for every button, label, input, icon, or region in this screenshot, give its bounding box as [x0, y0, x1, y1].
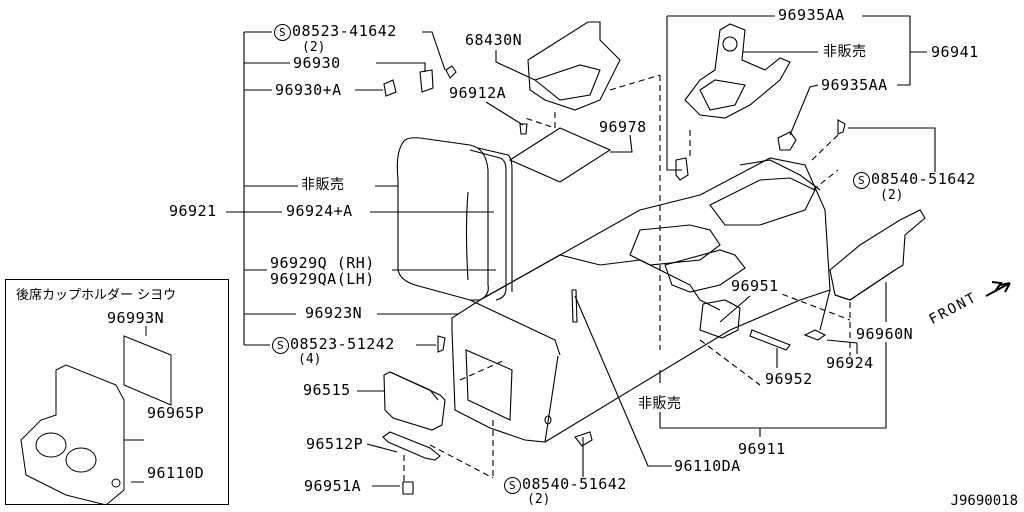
label-96515: 96515: [302, 381, 352, 399]
qty-08540-51642-bottom: (2): [527, 492, 551, 507]
inset-rear-cup-holder: 後席カップホルダー シヨウ 96993N 96965P 96110D: [5, 279, 229, 505]
part-number: 08540-51642: [522, 475, 627, 493]
label-96930: 96930: [292, 54, 342, 72]
rear-tray-drawing: [829, 209, 926, 301]
label-96935aa-top: 96935AA: [777, 6, 846, 24]
label-96951a: 96951A: [303, 477, 363, 495]
label-not-for-sale-bottom: 非販売: [637, 396, 683, 412]
qty-08540-51642-top: (2): [880, 188, 904, 203]
label-96924a: 96924+A: [285, 202, 354, 220]
label-96924: 96924: [825, 354, 875, 372]
inset-label-96965p: 96965P: [146, 404, 206, 422]
label-96921: 96921: [168, 202, 218, 220]
label-96941: 96941: [930, 43, 980, 61]
console-body-drawing: [451, 157, 831, 443]
inset-label-96993n: 96993N: [106, 309, 166, 327]
label-96960n: 96960N: [855, 325, 915, 343]
label-96930a: 96930+A: [274, 81, 343, 99]
front-arrow-icon: [985, 281, 1011, 297]
label-96912a: 96912A: [448, 84, 508, 102]
inset-title: 後席カップホルダー シヨウ: [16, 288, 177, 303]
screw-symbol-icon: S: [504, 477, 521, 494]
label-96978: 96978: [598, 118, 648, 136]
label-96923n: 96923N: [304, 304, 364, 322]
inset-label-96110d: 96110D: [146, 464, 206, 482]
label-96512p: 96512P: [305, 435, 365, 453]
qty-08523-41642: (2): [302, 40, 326, 55]
screw-symbol-icon: S: [272, 337, 289, 354]
dashed-guides: [403, 74, 851, 482]
bracket-drawing: [382, 431, 441, 461]
screw-drawing: [111, 478, 121, 488]
cup-well: [35, 432, 67, 458]
plate-drawing: [123, 335, 172, 406]
label-96951: 96951: [730, 277, 780, 295]
label-96110da: 96110DA: [673, 457, 742, 475]
small-parts-drawing: [383, 65, 846, 495]
label-68430n: 68430N: [464, 31, 524, 49]
part-number: 08540-51642: [871, 170, 976, 188]
armrest-lid-drawing: [396, 137, 513, 301]
qty-08523-51242: (4): [298, 352, 322, 367]
part-number: 08523-51242: [290, 335, 395, 353]
part-number: 08523-41642: [292, 22, 397, 40]
label-96911: 96911: [737, 440, 787, 458]
screw-symbol-icon: S: [853, 172, 870, 189]
label-96929qa-lh: 96929QA(LH): [269, 270, 376, 288]
cup-well: [65, 447, 97, 473]
storage-bin-drawing: [508, 21, 621, 183]
inset-drawing: [20, 315, 172, 504]
cup-holder-drawing: [20, 364, 125, 504]
label-not-for-sale-top: 非販売: [822, 44, 868, 60]
diagram-code: J9690018: [950, 493, 1018, 509]
screw-symbol-icon: S: [274, 24, 291, 41]
ashtray-drawing: [383, 371, 446, 431]
label-96952: 96952: [764, 370, 814, 388]
label-96935aa-mid: 96935AA: [820, 76, 889, 94]
shifter-bezel-drawing: [684, 23, 791, 119]
label-not-for-sale-left: 非販売: [300, 177, 346, 193]
label-96929q-rh: 96929Q (RH): [269, 254, 376, 272]
